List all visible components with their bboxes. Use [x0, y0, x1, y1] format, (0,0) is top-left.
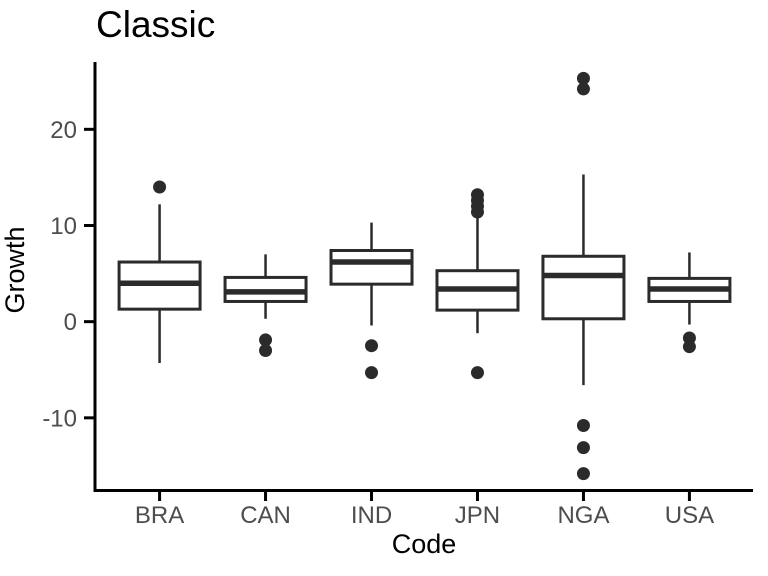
outlier-point	[576, 82, 590, 96]
outlier-point	[365, 366, 379, 380]
boxplot-nga	[541, 71, 626, 481]
outlier-point	[365, 339, 379, 353]
iqr-box	[541, 254, 626, 321]
boxplot-ind	[329, 222, 414, 380]
x-tick-label: USA	[665, 502, 714, 529]
x-tick-label: NGA	[557, 502, 609, 529]
y-axis-title: Growth	[0, 226, 30, 313]
x-axis-title: Code	[392, 529, 457, 559]
outlier-point	[153, 180, 167, 194]
outlier-point	[576, 71, 590, 85]
x-tick-label: JPN	[455, 502, 500, 529]
chart-title: Classic	[96, 4, 215, 45]
outlier-point	[576, 467, 590, 481]
y-tick-label: 0	[64, 309, 77, 336]
outlier-point	[470, 366, 484, 380]
y-tick-label: 10	[50, 213, 77, 240]
x-tick-label: BRA	[135, 502, 184, 529]
y-tick-label: 20	[50, 117, 77, 144]
boxplot-can	[223, 254, 308, 358]
outlier-point	[259, 344, 273, 358]
boxplot-jpn	[435, 188, 520, 380]
x-tick-label: IND	[351, 502, 392, 529]
outlier-point	[259, 333, 273, 347]
y-tick-label: -10	[42, 405, 77, 432]
outlier-point	[576, 419, 590, 433]
outlier-point	[470, 188, 484, 202]
boxplot-bra	[117, 180, 202, 364]
outlier-point	[576, 441, 590, 455]
boxplots-layer	[117, 71, 732, 481]
outlier-point	[682, 340, 696, 354]
x-tick-label: CAN	[240, 502, 291, 529]
iqr-box	[329, 248, 414, 286]
boxplot-usa	[647, 252, 732, 354]
